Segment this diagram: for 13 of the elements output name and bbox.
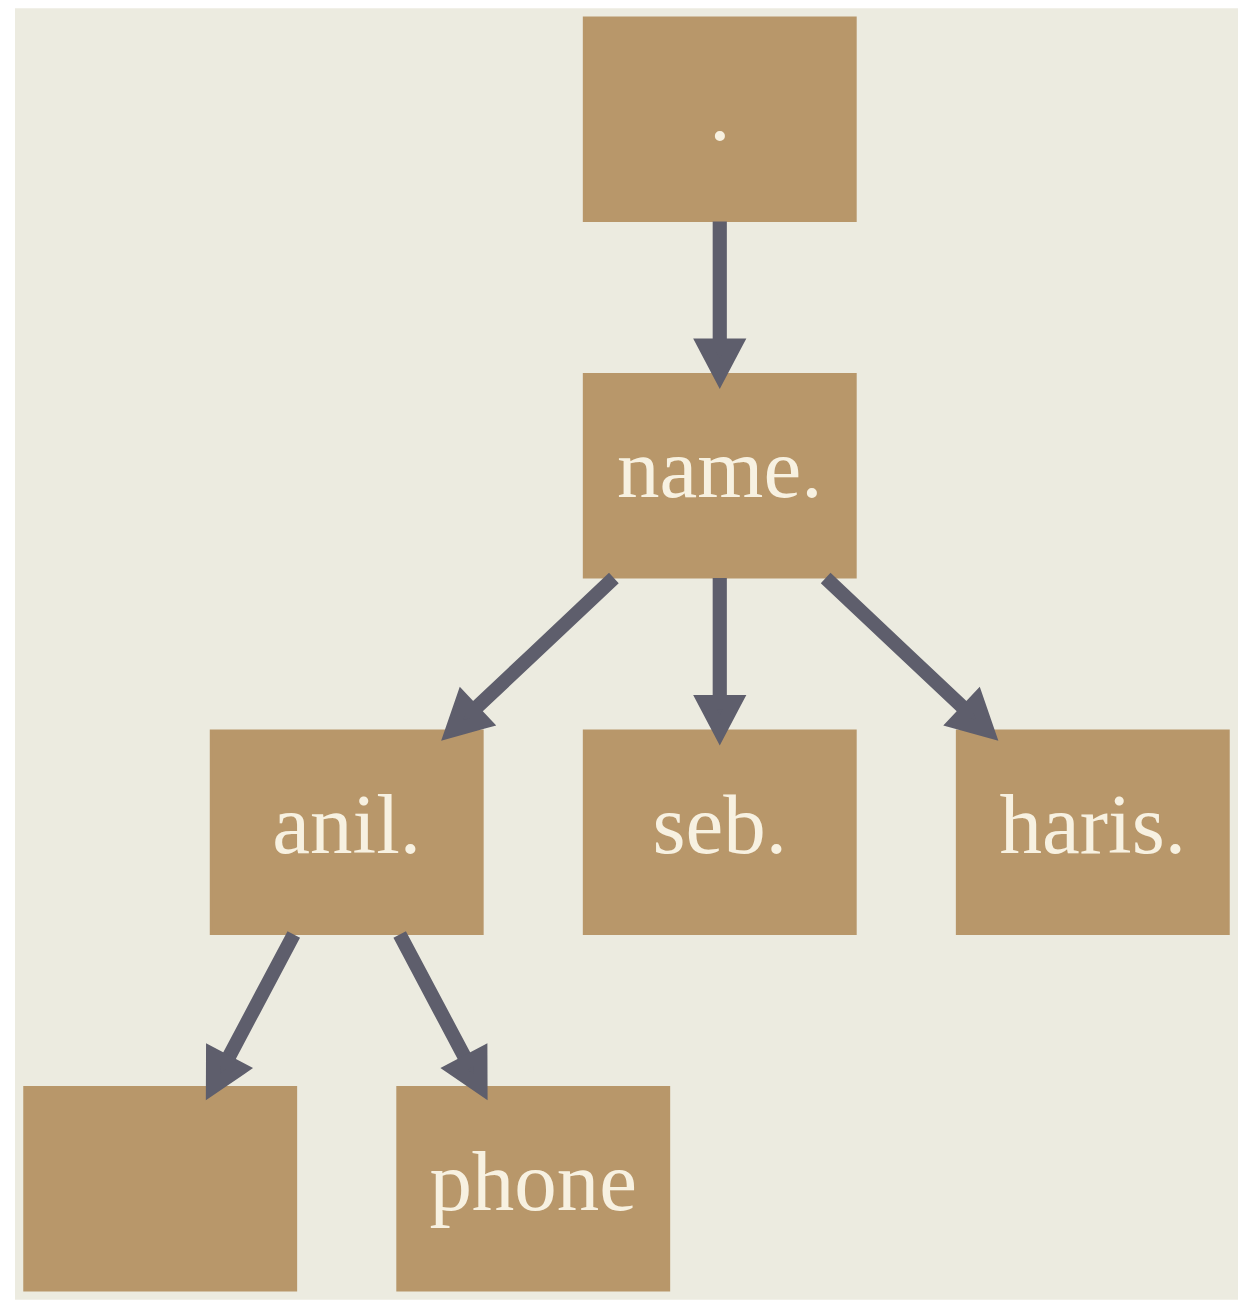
arrow xyxy=(820,572,998,741)
arrow xyxy=(205,931,300,1101)
node-box: name. xyxy=(582,373,857,579)
arrow xyxy=(440,572,619,741)
node-box: anil. xyxy=(209,729,484,935)
arrow xyxy=(392,931,488,1101)
arrow xyxy=(692,578,746,746)
arrow xyxy=(692,221,746,390)
node-box: haris. xyxy=(955,729,1230,935)
node-box xyxy=(22,1086,297,1292)
node-box: seb. xyxy=(582,729,857,935)
node-box: . xyxy=(582,16,857,222)
node-box: phone xyxy=(395,1086,670,1292)
